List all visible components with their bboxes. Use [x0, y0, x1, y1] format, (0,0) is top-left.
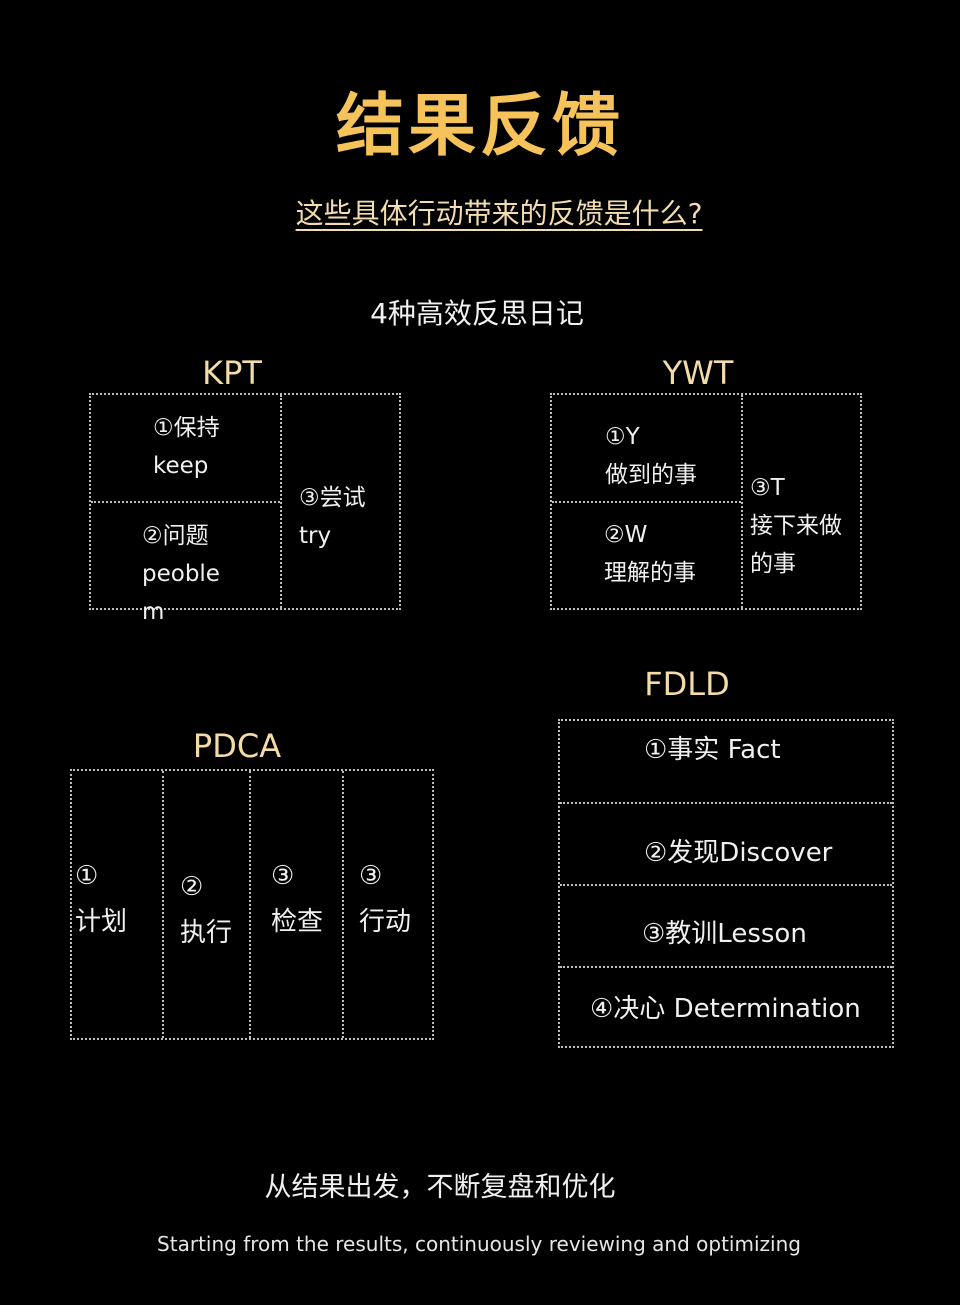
pdca-grid: [70, 769, 434, 1040]
ywt-grid: [550, 393, 862, 610]
pdca-cell-act: ③ 行动: [359, 861, 412, 937]
pdca-cell-do: ② 执行: [180, 872, 233, 948]
ywt-title: YWT: [662, 354, 734, 392]
kpt-divider-horizontal: [91, 501, 280, 503]
fdld-row-fact: ①事实 Fact: [644, 735, 781, 765]
ywt-y-cell: ①Y 做到的事: [605, 424, 697, 488]
fdld-row-determination: ④决心 Determination: [590, 994, 861, 1024]
kpt-grid: [89, 393, 401, 610]
page-title: 结果反馈: [335, 87, 624, 166]
pdca-cell-plan: ① 计划: [75, 861, 128, 937]
ywt-divider-horizontal: [552, 501, 741, 503]
footer-chinese: 从结果出发，不断复盘和优化: [264, 1172, 616, 1203]
kpt-keep-cell: ①保持 keep: [153, 415, 220, 479]
kpt-problem-cell: ②问题 peoble m: [142, 523, 220, 625]
footer-english: Starting from the results, continuously …: [157, 1232, 801, 1256]
fdld-divider-2: [560, 884, 892, 886]
pdca-cell-check: ③ 检查: [271, 861, 324, 937]
kpt-try-cell: ③尝试 try: [299, 485, 366, 549]
kpt-title: KPT: [202, 354, 262, 392]
kpt-divider-vertical: [280, 395, 282, 608]
fdld-divider-3: [560, 966, 892, 968]
ywt-t-cell: ③T 接下来做 的事: [750, 475, 842, 577]
fdld-divider-1: [560, 802, 892, 804]
page-subtitle: 这些具体行动带来的反馈是什么?: [295, 197, 703, 230]
pdca-title: PDCA: [192, 727, 282, 765]
fdld-title: FDLD: [644, 665, 730, 703]
pdca-divider-1: [162, 771, 164, 1038]
fdld-grid: [558, 719, 894, 1048]
fdld-row-discover: ②发现Discover: [644, 838, 833, 868]
ywt-divider-vertical: [741, 395, 743, 608]
fdld-row-lesson: ③教训Lesson: [642, 919, 807, 949]
section-heading: 4种高效反思日记: [370, 297, 584, 330]
pdca-divider-3: [342, 771, 344, 1038]
ywt-w-cell: ②W 理解的事: [604, 522, 696, 586]
pdca-divider-2: [249, 771, 251, 1038]
